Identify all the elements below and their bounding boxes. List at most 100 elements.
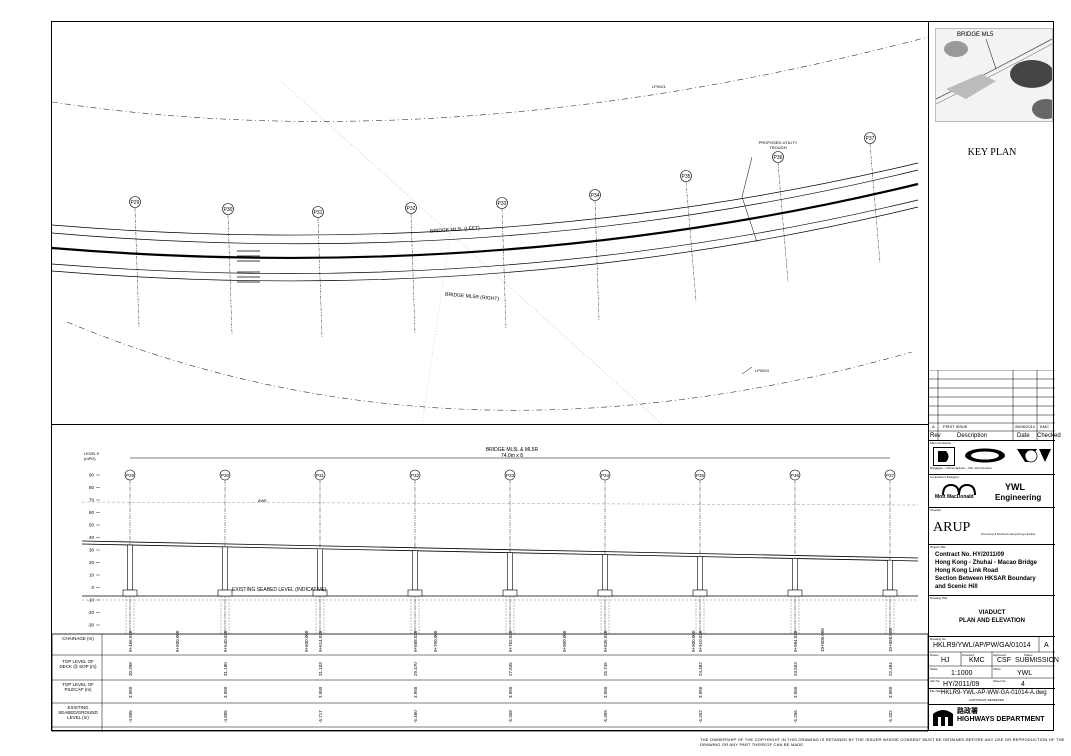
elev-pier-p30: P30	[217, 469, 233, 634]
file-label: File Name	[930, 689, 944, 693]
mott-text: Mott MacDonald	[935, 494, 974, 500]
utility-trough-label: PROPOSED UTILITY TROUGH	[758, 140, 798, 150]
designer-label: Contractor's Designer	[930, 475, 959, 479]
plan-pier-p36: P36	[772, 151, 789, 283]
table-cell: 29.470	[413, 662, 418, 676]
svg-text:P36: P36	[774, 155, 783, 161]
table-cell: 27.835	[508, 662, 513, 676]
plan-elevation-divider	[52, 424, 928, 425]
revision-description: FIRST ISSUE	[943, 424, 968, 429]
scale-label: Scale	[930, 667, 938, 671]
svg-text:P30: P30	[224, 207, 233, 213]
level-tick: -20	[87, 610, 94, 615]
sheet-no-value: 4	[1021, 681, 1025, 688]
contractor-label: Main Contractor	[930, 441, 952, 445]
drawn-label: Drawn	[930, 653, 939, 657]
intermediate-chainage: 9+900.000	[691, 630, 696, 652]
drawing-title-line-1: VIADUCT	[978, 610, 1006, 616]
svg-text:P30: P30	[221, 473, 230, 478]
vsl-logo	[1017, 447, 1051, 464]
plan-pier-p31: P31	[312, 206, 324, 338]
table-cell: 3.950	[318, 686, 323, 698]
project-line-1: Contract No. HY/2011/09	[935, 552, 1005, 558]
ywl-engineering-text: Engineering	[995, 493, 1042, 502]
status-value: SUBMISSION	[1015, 657, 1059, 664]
drawing-info-grid	[929, 636, 1055, 679]
level-tick: -10	[87, 598, 94, 603]
arup-logo: ARUP	[933, 520, 971, 535]
plan-pier-p29: P29	[129, 196, 141, 328]
checked-label: Checked	[962, 653, 974, 657]
level-tick: 60	[89, 510, 95, 515]
checked-value: KMC	[969, 657, 985, 664]
table-cell: 9+984.028	[793, 630, 798, 652]
revision-date: 26/06/2012	[1015, 424, 1036, 429]
plan-pier-p34: P34	[589, 189, 601, 321]
drawn-value: HJ	[941, 657, 950, 664]
highways-department-emblem	[933, 708, 953, 726]
intermediate-chainage: 9+700.000	[433, 630, 438, 652]
intermediate-chainage: 9+500.000	[175, 630, 180, 652]
intermediate-chainage: 9+600.000	[304, 630, 309, 652]
table-cell: -4.805	[128, 710, 133, 723]
table-cell: 9+836.028	[603, 630, 608, 652]
table-cell: 9+762.028	[508, 630, 513, 652]
svg-text:P34: P34	[591, 193, 600, 199]
drawing-title-label: Drawing Title	[930, 596, 948, 600]
ywl-text: YWL	[1005, 482, 1025, 492]
table-cell: 9+614.028	[318, 630, 323, 652]
approved-value: CSF	[997, 657, 1011, 664]
span-label: 74.0m x 8	[501, 453, 523, 459]
row-label-pilecap: TOP LEVEL OF PILECAP (m)	[62, 682, 94, 692]
revision-checked: KMC	[1040, 424, 1049, 429]
level-tick: 20	[89, 560, 95, 565]
level-tick: 90	[89, 473, 95, 478]
level-tick: 10	[89, 573, 95, 578]
table-cell: 3.950	[508, 686, 513, 698]
department-chinese: 路政署	[957, 708, 978, 715]
elevation-bridge-label: BRIDGE ML5L & ML5R	[485, 447, 539, 453]
svg-text:P32: P32	[407, 206, 416, 212]
table-cell: -5.460	[413, 710, 418, 723]
svg-text:P29: P29	[126, 473, 135, 478]
svg-text:P36: P36	[791, 473, 800, 478]
status-label: Status	[1024, 653, 1033, 657]
elev-pier-p33: P33	[502, 469, 518, 634]
table-cell: 3.950	[888, 686, 893, 698]
level-tick: 0	[91, 585, 94, 590]
chec-logo	[963, 447, 1007, 464]
file-name: HKLR9-YWL-AP-WW-GA-01014-A.dwg	[941, 690, 1047, 696]
row-label-deck: TOP LEVEL OF DECK @ SOP (m)	[59, 659, 97, 669]
office-value: YWL	[1017, 670, 1033, 677]
mott-logo-mark	[939, 482, 979, 496]
project-label: Project Title	[930, 545, 946, 549]
plan-pier-p35: P35	[680, 170, 697, 302]
table-cell: 30.398	[128, 662, 133, 676]
approved-label: Approved	[993, 653, 1006, 657]
table-cell: 10+058.028	[888, 628, 893, 652]
revision-rev: A	[932, 424, 935, 429]
job-no-label: Job No.	[930, 679, 941, 683]
svg-text:P35: P35	[696, 473, 705, 478]
table-cell: 3.950	[223, 686, 228, 698]
table-cell: -5.309	[603, 710, 608, 723]
svg-text:P35: P35	[682, 174, 691, 180]
table-cell: -5.252	[698, 710, 703, 723]
key-plan-bridge-label: BRIDGE ML5	[957, 32, 994, 38]
table-cell: 3.950	[128, 686, 133, 698]
table-cell: -5.256	[793, 710, 798, 723]
awe-label: AWE	[258, 498, 267, 503]
level-tick: 70	[89, 498, 95, 503]
row-label-seabed: EXISTING SEABED/GROUND LEVEL (m)	[58, 705, 98, 720]
elev-pier-p32: P32	[407, 469, 423, 634]
table-cell: 9+688.028	[413, 630, 418, 652]
rev-header: Rev	[930, 433, 941, 439]
table-cell: -5.358	[508, 710, 513, 723]
sheet-no-label: Sheet No.	[993, 679, 1007, 683]
checked-header: Checked	[1037, 433, 1061, 439]
table-cell: 3.950	[413, 686, 418, 698]
table-cell: 9+540.028	[223, 630, 228, 652]
table-cell: 31.103	[318, 662, 323, 676]
